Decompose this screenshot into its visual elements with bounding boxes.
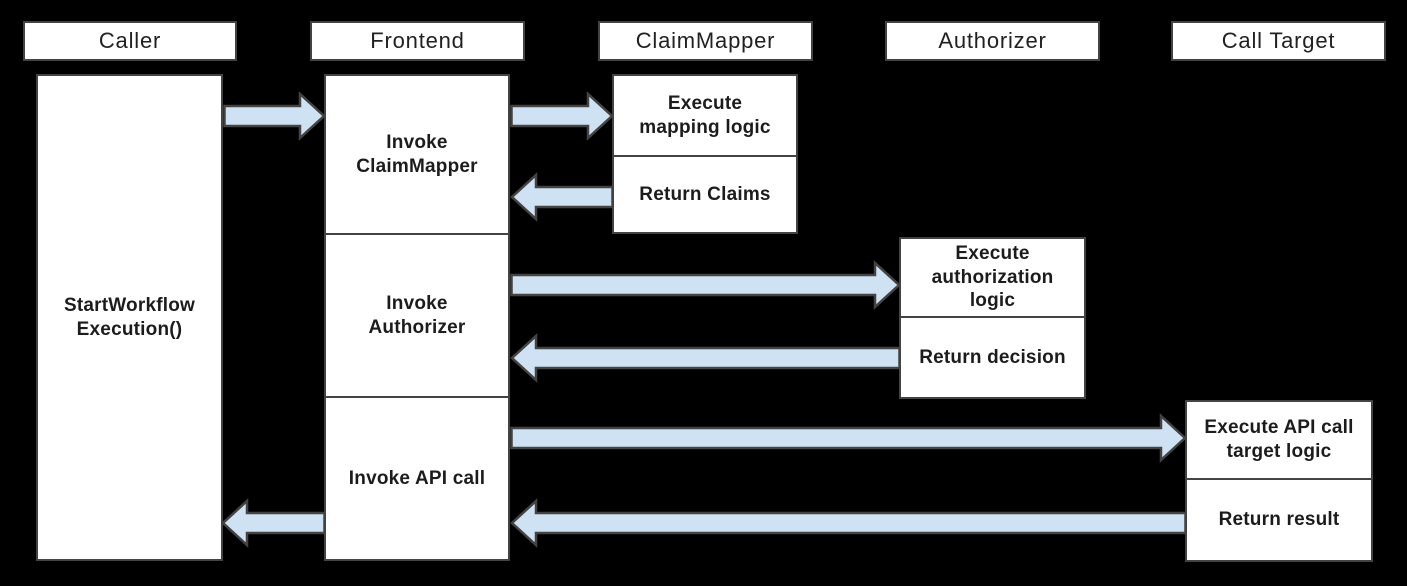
box-column-calltarget: Execute API call target logic Return res… — [1185, 400, 1373, 562]
box-return-decision: Return decision — [901, 316, 1084, 397]
lane-header-claimmapper-label: ClaimMapper — [635, 28, 776, 53]
arrow-calltarget-to-frontend — [510, 498, 1187, 548]
lane-header-calltarget-label: Call Target — [1221, 28, 1336, 53]
lane-header-authorizer-label: Authorizer — [938, 28, 1047, 53]
box-column-frontend: Invoke ClaimMapper Invoke Authorizer Inv… — [324, 74, 510, 561]
lane-header-calltarget: Call Target — [1171, 21, 1386, 61]
box-invoke-api-call: Invoke API call — [326, 396, 508, 559]
box-startworkflow-execution: StartWorkflow Execution() — [36, 74, 223, 561]
arrow-frontend-to-claimmapper — [510, 91, 614, 141]
arrow-frontend-to-authorizer — [510, 260, 901, 310]
box-execute-api-call-target-logic: Execute API call target logic — [1204, 417, 1354, 462]
box-invoke-claimmapper: Invoke ClaimMapper — [356, 131, 478, 177]
box-return-result: Return result — [1187, 478, 1371, 560]
arrow-claimmapper-to-frontend — [510, 172, 614, 222]
lane-header-authorizer: Authorizer — [885, 21, 1100, 61]
lane-header-caller-label: Caller — [98, 28, 162, 53]
arrow-frontend-to-caller — [221, 498, 326, 548]
arrow-caller-to-frontend — [223, 91, 326, 141]
box-return-claims: Return Claims — [614, 155, 796, 232]
box-startworkflow-execution-label: StartWorkflow Execution() — [63, 294, 196, 340]
lane-header-frontend-label: Frontend — [370, 28, 465, 53]
box-column-claimmapper: Execute mapping logic Return Claims — [612, 74, 798, 234]
lane-header-frontend: Frontend — [310, 21, 525, 61]
box-execute-authorization-logic: Execute authorization logic — [931, 243, 1054, 312]
lane-header-caller: Caller — [23, 21, 237, 61]
arrow-frontend-to-calltarget — [510, 413, 1187, 463]
lane-header-claimmapper: ClaimMapper — [598, 21, 813, 61]
arrow-authorizer-to-frontend — [510, 333, 901, 383]
box-invoke-authorizer: Invoke Authorizer — [326, 233, 508, 396]
box-execute-mapping-logic: Execute mapping logic — [639, 92, 771, 138]
box-column-authorizer: Execute authorization logic Return decis… — [899, 237, 1086, 399]
